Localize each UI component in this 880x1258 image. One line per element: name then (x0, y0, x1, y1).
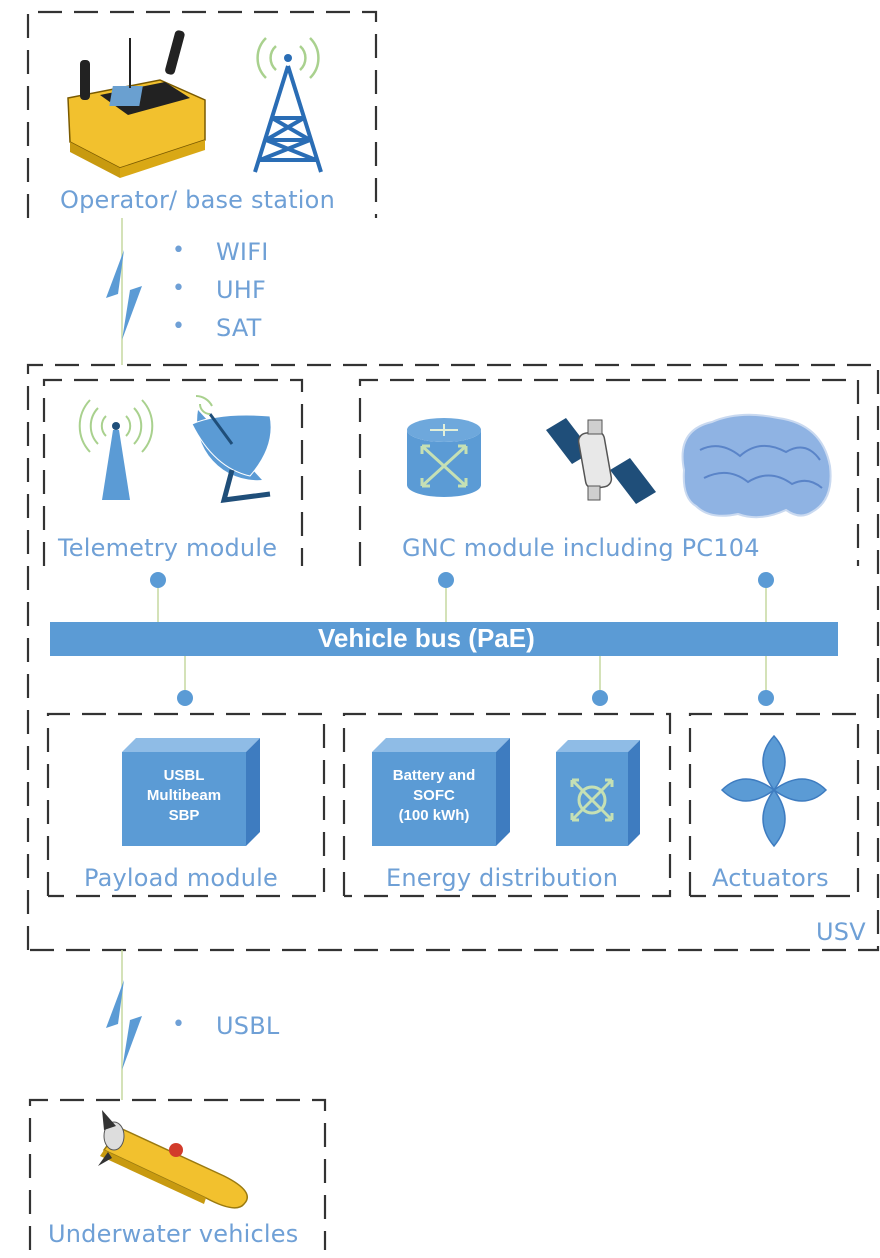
power-distribution-icon (556, 740, 640, 846)
bullet: • (172, 314, 185, 339)
connector-dot (758, 690, 774, 706)
underwater-vehicle-icon (98, 1110, 248, 1209)
usv-label: USV (816, 918, 866, 946)
antenna-icon (78, 399, 154, 500)
battery-cube-icon (372, 738, 510, 846)
remote-controller-icon (67, 30, 206, 178)
payload-label: Payload module (84, 864, 278, 892)
gnc-box (358, 378, 860, 566)
connector-dot (150, 572, 166, 588)
actuators-box (688, 712, 860, 898)
satellite-dish-icon (191, 395, 272, 503)
underwater-box (28, 1098, 327, 1250)
link-item-usbl: USBL (216, 1012, 280, 1040)
connector-dot (758, 572, 774, 588)
underwater-label: Underwater vehicles (48, 1220, 299, 1248)
operator-box (26, 10, 378, 218)
lightning-bolt-icon (106, 250, 142, 340)
bullet: • (172, 276, 185, 301)
connector-dot (438, 572, 454, 588)
link-item-sat: SAT (216, 314, 262, 342)
brain-icon (681, 413, 832, 519)
operator-label: Operator/ base station (60, 186, 335, 214)
bullet: • (172, 1012, 185, 1037)
router-icon (406, 417, 482, 497)
connector-dot (177, 690, 193, 706)
payload-cube-icon (122, 738, 260, 846)
actuators-label: Actuators (712, 864, 829, 892)
telemetry-label: Telemetry module (58, 534, 278, 562)
vehicle-bus-label: Vehicle bus (PaE) (318, 623, 535, 653)
telemetry-box (42, 378, 304, 566)
connector-dot (592, 690, 608, 706)
link-item-uhf: UHF (216, 276, 267, 304)
battery-box-text: Battery and SOFC (100 kWh) (392, 767, 476, 824)
gnc-label: GNC module including PC104 (402, 534, 760, 562)
energy-box (342, 712, 672, 898)
gps-satellite-icon (546, 418, 656, 504)
vehicle-bus (50, 622, 838, 656)
payload-box-text: USBL Multibeam SBP (146, 767, 222, 824)
propeller-icon (720, 734, 828, 848)
lightning-bolt-icon (106, 980, 142, 1070)
payload-box (46, 712, 326, 898)
link-item-wifi: WIFI (216, 238, 269, 266)
bullet: • (172, 238, 185, 263)
energy-label: Energy distribution (386, 864, 619, 892)
radio-tower-icon (253, 37, 323, 173)
